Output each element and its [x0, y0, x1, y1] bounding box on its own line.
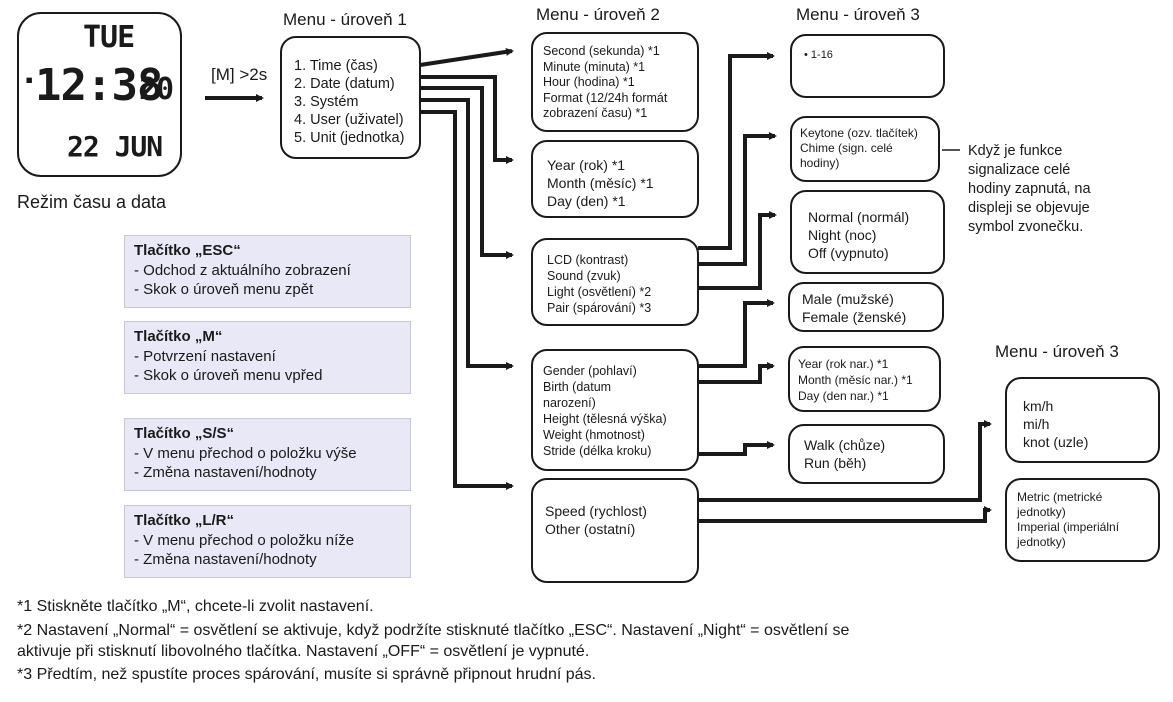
level3-speed-mih: mi/h	[1023, 416, 1050, 432]
level3-light-normal: Normal (normál)	[808, 209, 910, 225]
footnote-2-cont: aktivuje při stisknutí libovolného tlačí…	[17, 643, 590, 660]
level3-speed-knot: knot (uzle)	[1023, 434, 1089, 450]
level2-time-format: Format (12/24h formát	[543, 90, 668, 105]
header-level2: Menu - úroveň 2	[536, 5, 660, 24]
button-ss-line: - Změna nastavení/hodnoty	[134, 464, 317, 481]
level3-other-imperial-cont: jednotky)	[1017, 535, 1066, 549]
level2-time-format-cont: zobrazení času) *1	[543, 106, 648, 120]
level3-birth-month: Month (měsíc nar.) *1	[798, 373, 913, 387]
level2-unit-speed: Speed (rychlost)	[545, 503, 647, 519]
watch-display: TUE ▪ 12:38 20 22 JUN	[17, 12, 182, 177]
level3-sound-chime: Chime (sign. celé	[800, 141, 893, 155]
chime-note-line: symbol zvonečku.	[968, 219, 1084, 235]
level2-user-birth: Birth (datum	[543, 380, 612, 394]
level2-user-birth-cont: narození)	[543, 396, 596, 410]
button-ss-panel: Tlačítko „S/S“ - V menu přechod o položk…	[124, 418, 411, 491]
footnote-1: *1 Stiskněte tlačítko „M“, chcete-li zvo…	[17, 598, 374, 615]
enter-label: [M] >2s	[211, 65, 268, 84]
button-esc-title: Tlačítko „ESC“	[134, 242, 241, 259]
level3-gender-box: Male (mužské) Female (ženské)	[788, 282, 944, 332]
watch-seconds: 20	[139, 72, 174, 107]
level2-user-weight: Weight (hmotnost)	[543, 428, 645, 442]
level2-time-minute: Minute (minuta) *1	[543, 59, 646, 74]
level3-stride-box: Walk (chůze) Run (běh)	[788, 424, 945, 484]
level2-date-day: Day (den) *1	[547, 193, 626, 209]
footnote-2: *2 Nastavení „Normal“ = osvětlení se akt…	[17, 622, 850, 639]
level3-speed-kmh: km/h	[1023, 398, 1054, 414]
level3-birth-box: Year (rok nar.) *1 Month (měsíc nar.) *1…	[788, 346, 941, 412]
level1-item-unit: 5. Unit (jednotka)	[294, 130, 405, 146]
level1-menu-box: 1. Time (čas) 2. Date (datum) 3. Systém …	[280, 36, 421, 159]
chime-note: Když je funkce signalizace celé hodiny z…	[968, 142, 1091, 237]
watch-day: TUE	[83, 20, 135, 55]
level1-item-time: 1. Time (čas)	[294, 58, 378, 74]
level3-lcd-box: • 1-16	[790, 34, 945, 98]
button-lr-title: Tlačítko „L/R“	[134, 512, 235, 529]
level2-user-height: Height (tělesná výška)	[543, 412, 667, 426]
level2-user-stride: Stride (délka kroku)	[543, 444, 652, 458]
level3-lcd-range: • 1-16	[804, 49, 833, 61]
watch-indicator: ▪	[25, 72, 34, 88]
button-ss-title: Tlačítko „S/S“	[134, 425, 235, 442]
button-ss-line: - V menu přechod o položku výše	[134, 445, 357, 462]
level2-unit-box: Speed (rychlost) Other (ostatní)	[531, 478, 699, 583]
level1-item-date: 2. Date (datum)	[294, 76, 395, 92]
level3-light-night: Night (noc)	[808, 227, 877, 243]
button-esc-line: - Odchod z aktuálního zobrazení	[134, 262, 351, 279]
level3-gender-male: Male (mužské)	[802, 291, 894, 307]
level2-user-gender: Gender (pohlaví)	[543, 364, 637, 378]
footnote-3: *3 Předtím, než spustíte proces spárován…	[17, 666, 596, 683]
level3-stride-walk: Walk (chůze)	[804, 437, 886, 453]
level3-sound-chime-cont: hodiny)	[800, 156, 840, 170]
button-esc-line: - Skok o úroveň menu zpět	[134, 281, 314, 298]
level3-other-metric: Metric (metrické	[1017, 490, 1103, 504]
level2-unit-other: Other (ostatní)	[545, 521, 636, 537]
header-level1: Menu - úroveň 1	[283, 10, 407, 29]
level3-light-box: Normal (normál) Night (noc) Off (vypnuto…	[790, 190, 945, 274]
level3-other-imperial: Imperial (imperiální	[1017, 520, 1120, 534]
level2-system-light: Light (osvětlení) *2	[547, 285, 652, 299]
watch-date: 22 JUN	[67, 130, 163, 163]
level2-system-lcd: LCD (kontrast)	[547, 253, 629, 267]
level2-user-box: Gender (pohlaví) Birth (datum narození) …	[531, 349, 699, 471]
level2-system-sound: Sound (zvuk)	[547, 269, 621, 283]
level2-system-pair: Pair (spárování) *3	[547, 301, 652, 315]
level3-light-off: Off (vypnuto)	[808, 245, 889, 261]
chime-note-line: displeji se objevuje	[968, 200, 1090, 216]
button-m-panel: Tlačítko „M“ - Potvrzení nastavení - Sko…	[124, 321, 411, 394]
level3-birth-day: Day (den nar.) *1	[798, 389, 889, 403]
button-m-line: - Potvrzení nastavení	[134, 348, 276, 365]
level3-sound-keytone: Keytone (ozv. tlačítek)	[800, 126, 918, 140]
level3-speed-box: km/h mi/h knot (uzle)	[1005, 377, 1160, 463]
chime-note-line: signalizace celé	[968, 162, 1071, 178]
level1-item-system: 3. Systém	[294, 94, 359, 110]
level2-system-box: LCD (kontrast) Sound (zvuk) Light (osvět…	[531, 238, 699, 326]
level3-sound-box: Keytone (ozv. tlačítek) Chime (sign. cel…	[790, 116, 940, 182]
header-level3-right: Menu - úroveň 3	[995, 342, 1119, 361]
level3-other-metric-cont: jednotky)	[1017, 505, 1066, 519]
level1-item-user: 4. User (uživatel)	[294, 112, 404, 128]
chime-note-line: Když je funkce	[968, 143, 1063, 159]
header-level3-top: Menu - úroveň 3	[796, 5, 920, 24]
button-lr-line: - Změna nastavení/hodnoty	[134, 551, 317, 568]
button-m-line: - Skok o úroveň menu vpřed	[134, 367, 323, 384]
level2-time-second: Second (sekunda) *1	[543, 44, 660, 58]
button-lr-panel: Tlačítko „L/R“ - V menu přechod o položk…	[124, 505, 411, 578]
level2-date-box: Year (rok) *1 Month (měsíc) *1 Day (den)…	[531, 140, 699, 218]
button-lr-line: - V menu přechod o položku níže	[134, 532, 355, 549]
chime-note-line: hodiny zapnutá, na	[968, 181, 1091, 197]
level2-time-hour: Hour (hodina) *1	[543, 75, 635, 89]
level3-gender-female: Female (ženské)	[802, 309, 907, 325]
mode-label: Režim času a data	[17, 192, 167, 212]
level3-stride-run: Run (běh)	[804, 455, 867, 471]
level2-time-box: Second (sekunda) *1 Minute (minuta) *1 H…	[531, 32, 699, 132]
level3-other-box: Metric (metrické jednotky) Imperial (imp…	[1005, 478, 1160, 562]
level2-date-month: Month (měsíc) *1	[547, 175, 654, 191]
level2-date-year: Year (rok) *1	[547, 157, 626, 173]
level3-birth-year: Year (rok nar.) *1	[798, 357, 889, 371]
button-esc-panel: Tlačítko „ESC“ - Odchod z aktuálního zob…	[124, 235, 411, 308]
watch-time: 12:38	[35, 60, 163, 111]
button-m-title: Tlačítko „M“	[134, 328, 223, 345]
